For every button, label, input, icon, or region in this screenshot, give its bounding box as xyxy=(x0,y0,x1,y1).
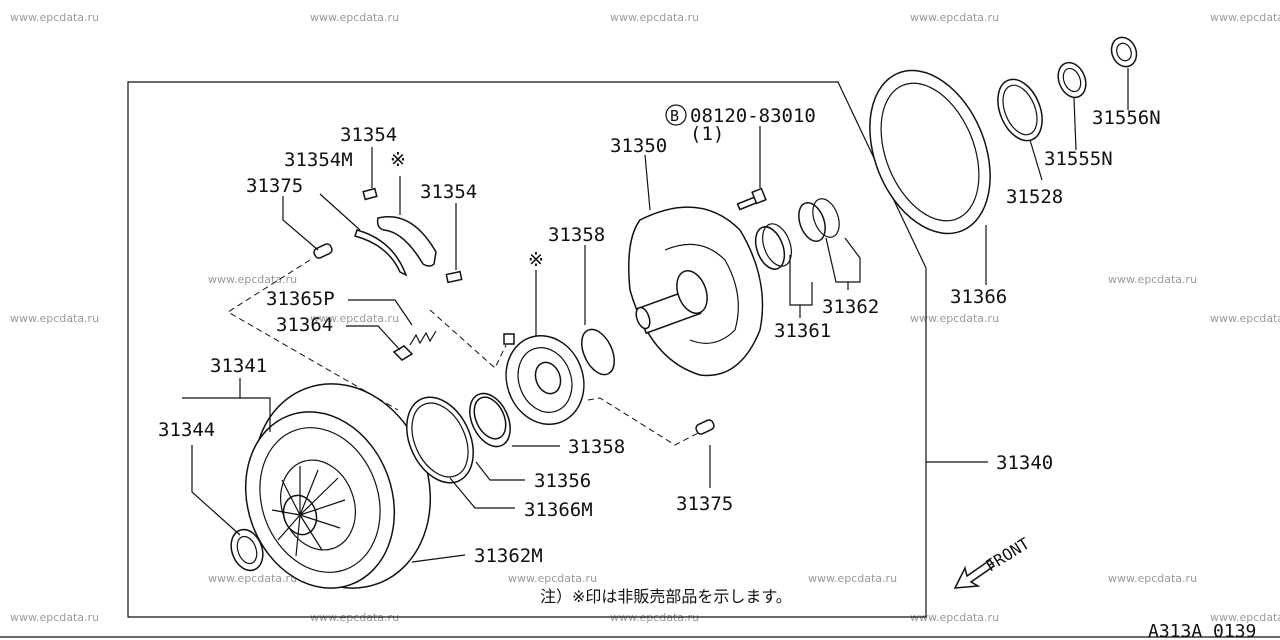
part-31354-key xyxy=(362,187,378,201)
label-31362: 31362 xyxy=(822,296,879,318)
bolt-marker: B xyxy=(670,107,679,125)
label-31356: 31356 xyxy=(534,470,591,492)
watermark: www.epcdata.ru xyxy=(208,273,297,286)
part-31375-pin xyxy=(313,243,333,259)
front-arrow-icon xyxy=(953,558,996,589)
label-31556n: 31556N xyxy=(1092,107,1161,129)
watermark: www.epcdata.ru xyxy=(610,11,699,24)
part-31350-cover xyxy=(628,206,764,377)
watermarks: www.epcdata.ru www.epcdata.ru www.epcdat… xyxy=(10,11,1280,624)
part-cover-segment xyxy=(376,216,437,267)
part-pump-gear xyxy=(503,333,585,425)
part-31358-ring xyxy=(473,396,507,440)
guide-line xyxy=(587,397,701,446)
asterisk-mark: ※ xyxy=(528,249,544,271)
label-31354-right: 31354 xyxy=(420,181,477,203)
watermark: www.epcdata.ru xyxy=(910,611,999,624)
label-31365p: 31365P xyxy=(266,288,335,310)
part-31344-seal xyxy=(230,528,264,572)
bolt-callout: B 08120-83010 (1) xyxy=(665,104,816,145)
guide-line xyxy=(227,259,399,411)
part-31364-seat xyxy=(392,345,414,361)
part-31358-ring-upper xyxy=(581,328,615,376)
part-31556n-washer xyxy=(1110,36,1138,68)
watermark: www.epcdata.ru xyxy=(310,312,399,325)
part-bolt-08120-83010 xyxy=(736,187,767,211)
footnote: 注）※印は非販売部品を示します。 xyxy=(540,587,792,606)
watermark: www.epcdata.ru xyxy=(1108,572,1197,585)
part-31354-key-right xyxy=(445,270,463,284)
watermark: www.epcdata.ru xyxy=(910,312,999,325)
diagram-code: A313A 0139 xyxy=(1148,621,1256,640)
label-31341: 31341 xyxy=(210,355,267,377)
leader-lines xyxy=(182,68,1129,563)
guide-line xyxy=(429,309,507,369)
bolt-part-number: 08120-83010 xyxy=(690,105,816,127)
part-31354m-strip xyxy=(354,229,408,277)
assembly-frame xyxy=(127,81,927,618)
part-31362-ring xyxy=(798,202,826,242)
label-31354m: 31354M xyxy=(284,149,353,171)
watermark: www.epcdata.ru xyxy=(10,611,99,624)
watermark: www.epcdata.ru xyxy=(1108,273,1197,286)
part-31528-ring xyxy=(997,78,1043,142)
part-31555n-bearing xyxy=(1057,61,1087,99)
watermark: www.epcdata.ru xyxy=(10,11,99,24)
watermark: www.epcdata.ru xyxy=(1210,611,1280,624)
label-31528: 31528 xyxy=(1006,186,1063,208)
label-31358: 31358 xyxy=(548,224,605,246)
watermark: www.epcdata.ru xyxy=(808,572,897,585)
watermark: www.epcdata.ru xyxy=(310,11,399,24)
asterisk-mark: ※ xyxy=(390,149,406,171)
part-31365p-spring xyxy=(409,330,437,346)
label-31555n: 31555N xyxy=(1044,148,1113,170)
label-31340: 31340 xyxy=(996,452,1053,474)
label-31375-lower: 31375 xyxy=(676,493,733,515)
label-31366: 31366 xyxy=(950,286,1007,308)
watermark: www.epcdata.ru xyxy=(1210,312,1280,325)
label-31354: 31354 xyxy=(340,124,397,146)
watermark: www.epcdata.ru xyxy=(1210,11,1280,24)
watermark: www.epcdata.ru xyxy=(10,312,99,325)
watermark: www.epcdata.ru xyxy=(508,572,597,585)
label-31344: 31344 xyxy=(158,419,215,441)
label-31350: 31350 xyxy=(610,135,667,157)
bolt-quantity: (1) xyxy=(690,123,724,145)
label-31364: 31364 xyxy=(276,314,333,336)
label-31362m: 31362M xyxy=(474,545,543,567)
label-31375: 31375 xyxy=(246,175,303,197)
watermark: www.epcdata.ru xyxy=(208,572,297,585)
part-31375-pin-lower xyxy=(695,419,715,435)
front-indicator: FRONT xyxy=(953,534,1033,589)
label-31366m: 31366M xyxy=(524,499,593,521)
watermark: www.epcdata.ru xyxy=(910,11,999,24)
label-31361: 31361 xyxy=(774,320,831,342)
label-31358-lower: 31358 xyxy=(568,436,625,458)
part-31341-housing xyxy=(244,383,432,589)
front-label: FRONT xyxy=(982,534,1033,576)
part-31366-gasket xyxy=(869,69,991,235)
